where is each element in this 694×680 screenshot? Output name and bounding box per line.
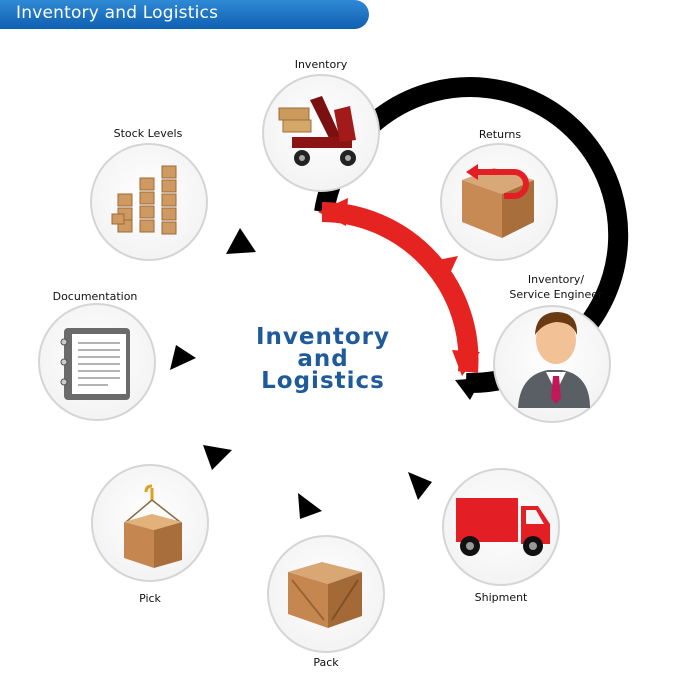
truck-icon bbox=[456, 498, 550, 556]
hand-truck-icon bbox=[278, 96, 356, 166]
center-title-line2: and bbox=[297, 346, 349, 372]
notebook-icon bbox=[60, 328, 130, 400]
center-title-line1: Inventory bbox=[255, 324, 391, 350]
arrow-head bbox=[455, 378, 482, 400]
node-circle-inventory bbox=[262, 74, 380, 192]
arrow-head bbox=[298, 493, 322, 519]
engineer-avatar-icon bbox=[518, 312, 590, 408]
cycle-ring bbox=[170, 77, 629, 519]
arrow-head bbox=[318, 198, 348, 226]
header-bar: Inventory and Logistics bbox=[0, 0, 369, 29]
hoisted-box-icon bbox=[124, 484, 182, 568]
arrow-head bbox=[226, 228, 256, 254]
arrow-head bbox=[428, 256, 458, 282]
boxes-stack-icon bbox=[111, 165, 177, 235]
arrow-head bbox=[170, 345, 196, 370]
label-engineer-line2: Service Engineer bbox=[509, 288, 603, 301]
arrow-head bbox=[203, 445, 232, 470]
center-title: Inventory and Logistics bbox=[243, 324, 403, 394]
center-title-line3: Logistics bbox=[261, 368, 385, 394]
label-engineer: Inventory/ Service Engineer bbox=[496, 272, 616, 302]
crate-icon bbox=[288, 562, 362, 628]
label-documentation: Documentation bbox=[52, 290, 138, 303]
label-pick: Pick bbox=[139, 592, 161, 605]
label-inventory: Inventory bbox=[294, 58, 348, 71]
label-shipment: Shipment bbox=[474, 591, 528, 604]
label-returns: Returns bbox=[478, 128, 522, 141]
return-box-icon bbox=[462, 164, 534, 238]
label-pack: Pack bbox=[313, 656, 339, 669]
page-title: Inventory and Logistics bbox=[16, 3, 219, 23]
arrow-head bbox=[452, 350, 480, 376]
label-engineer-line1: Inventory/ bbox=[527, 273, 585, 286]
label-stock-levels: Stock Levels bbox=[113, 127, 183, 140]
arrow-head bbox=[408, 472, 432, 500]
